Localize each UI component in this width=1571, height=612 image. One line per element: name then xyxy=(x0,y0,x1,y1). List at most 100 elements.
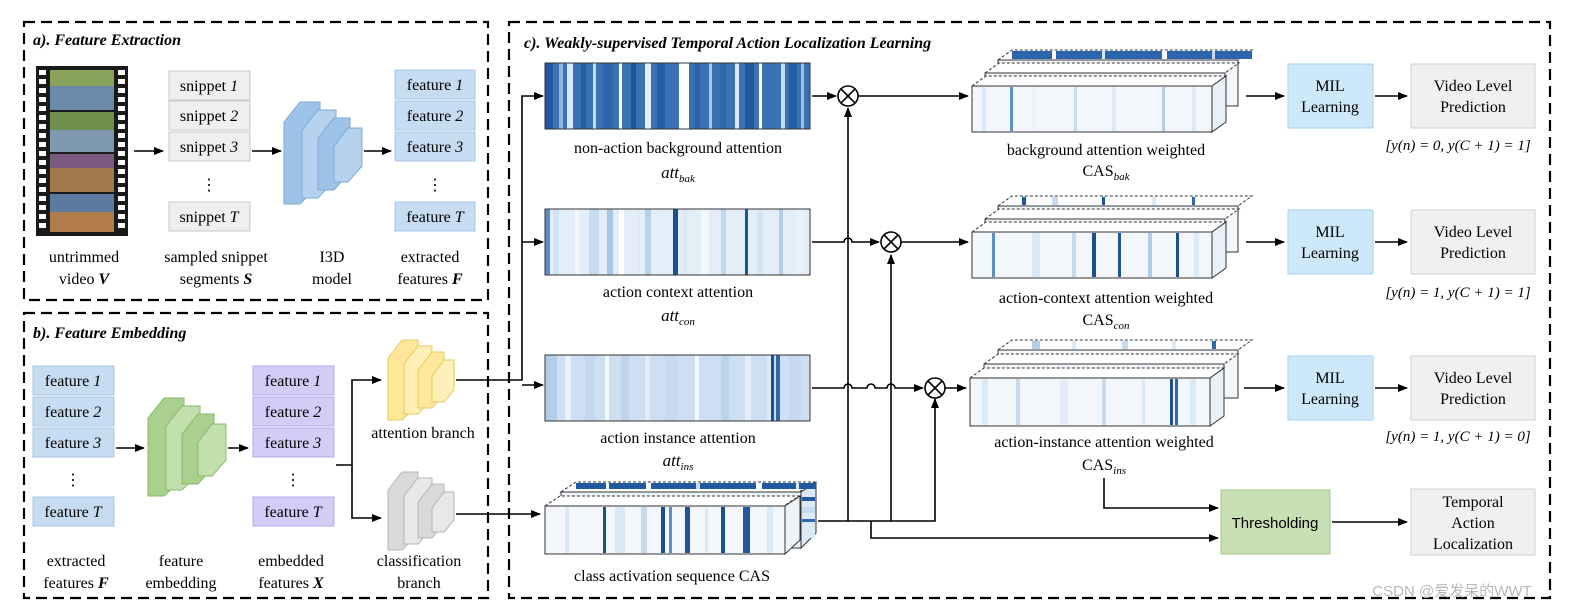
feature-label: feature T xyxy=(406,209,464,226)
feature-box xyxy=(394,201,476,232)
feature-box xyxy=(394,69,476,100)
snippet-label: snippet 2 xyxy=(180,108,238,125)
classification-branch-block xyxy=(387,471,455,551)
embedded-box xyxy=(252,427,335,458)
embedded-box xyxy=(252,496,335,527)
video-level-prediction-box: Video Level Prediction xyxy=(1410,355,1536,421)
arrow-att-to-bak xyxy=(456,92,544,381)
embedded-label: feature 1 xyxy=(265,373,321,390)
feature-box xyxy=(394,100,476,131)
snippet-label: snippet 3 xyxy=(180,139,238,156)
svg-text:Action: Action xyxy=(1451,515,1495,532)
svg-text:MIL: MIL xyxy=(1315,370,1344,387)
svg-text:Localization: Localization xyxy=(1433,536,1513,553)
weighted-sym-bak: CASbak xyxy=(1082,163,1130,183)
svg-text:Prediction: Prediction xyxy=(1440,391,1506,408)
caption-snippets-line2: segments S xyxy=(180,271,253,288)
temporal-action-localization-box: Temporal Action Localization xyxy=(1410,488,1536,556)
feature-box xyxy=(394,131,476,162)
caption-embd-line1: embedded xyxy=(258,553,324,570)
feature-label: feature 3 xyxy=(45,435,101,452)
circled-times-icon xyxy=(924,377,946,399)
embedded-box xyxy=(252,365,335,396)
caption-emb-line1: feature xyxy=(159,553,203,570)
attention-bar-bak xyxy=(544,62,811,130)
watermark: CSDN @爱发呆的WWT xyxy=(1372,583,1531,600)
weighted-label-ins: action-instance attention weighted xyxy=(994,434,1213,451)
panel-c-border xyxy=(507,20,1552,600)
attention-sym-bak: attbak xyxy=(661,163,696,185)
snippet-box xyxy=(168,201,251,232)
caption-emb-line2: embedding xyxy=(145,575,216,592)
snippet-list: snippet 1 snippet 2 snippet 3 ⋮ snippet … xyxy=(168,70,251,232)
feature-label: feature 1 xyxy=(407,77,463,94)
vdots: ⋮ xyxy=(285,472,301,489)
weighted-cas-bak xyxy=(970,49,1254,133)
feature-label: feature 2 xyxy=(45,404,101,421)
caption-video-line2: video V xyxy=(59,271,111,288)
mil-learning-box: MIL Learning xyxy=(1287,63,1374,129)
snippet-box xyxy=(168,131,251,162)
svg-text:Video Level: Video Level xyxy=(1434,224,1513,241)
snippet-box xyxy=(168,100,251,131)
weighted-sym-con: CAScon xyxy=(1082,312,1130,332)
film-strip-icon xyxy=(36,66,128,236)
svg-text:MIL: MIL xyxy=(1315,224,1344,241)
svg-text:Prediction: Prediction xyxy=(1440,245,1506,262)
svg-text:Prediction: Prediction xyxy=(1440,99,1506,116)
feature-label: feature T xyxy=(44,504,102,521)
circled-times-icon xyxy=(880,231,902,253)
caption-video-line1: untrimmed xyxy=(49,249,119,266)
embedded-label: feature T xyxy=(264,504,322,521)
panel-c-title: c). Weakly-supervised Temporal Action Lo… xyxy=(524,35,931,52)
svg-text:Video Level: Video Level xyxy=(1434,370,1513,387)
circled-times-icon xyxy=(837,85,859,107)
vdots: ⋮ xyxy=(201,177,217,194)
vdots: ⋮ xyxy=(65,472,81,489)
caption-i3d-line2: model xyxy=(312,271,353,288)
caption-features-line2: features F xyxy=(397,271,463,288)
panel-a-border xyxy=(22,20,490,302)
caption-snippets-line1: sampled snippet xyxy=(164,249,268,266)
i3d-model-block xyxy=(283,101,363,205)
svg-text:Learning: Learning xyxy=(1301,245,1359,262)
weighted-label-bak: background attention weighted xyxy=(1007,142,1205,159)
attention-sym-con: attcon xyxy=(661,306,695,328)
snippet-label: snippet 1 xyxy=(180,78,238,95)
feature-label: feature 1 xyxy=(45,373,101,390)
caption-i3d-line1: I3D xyxy=(320,249,345,266)
embedded-feature-list: feature 1 feature 2 feature 3 ⋮ feature … xyxy=(252,365,335,527)
caption-features-line1: extracted xyxy=(401,249,460,266)
embedded-label: feature 3 xyxy=(265,435,321,452)
arrow-wins-to-thresholding xyxy=(1103,478,1219,512)
feature-box xyxy=(32,496,115,527)
video-level-prediction-box: Video Level Prediction xyxy=(1410,63,1536,129)
arrow-cas-to-thresholding xyxy=(870,521,1219,542)
mil-learning-box: MIL Learning xyxy=(1287,355,1374,421)
thresholding-box: Thresholding xyxy=(1220,489,1331,555)
svg-text:Learning: Learning xyxy=(1301,391,1359,408)
snippet-box xyxy=(168,70,251,101)
caption-ext-line1: extracted xyxy=(47,553,106,570)
caption-embd-line2: features X xyxy=(258,575,324,592)
caption-cls-line2: branch xyxy=(397,575,441,592)
embedded-label: feature 2 xyxy=(265,404,321,421)
embedded-box xyxy=(252,396,335,427)
cas-label: class activation sequence CAS xyxy=(574,568,770,585)
attention-branch-label: attention branch xyxy=(371,425,475,442)
feature-box xyxy=(32,427,115,458)
weighted-cas-con xyxy=(970,195,1254,279)
caption-cls-line1: classification xyxy=(377,553,461,570)
arrow-cas-to-mult-bak xyxy=(818,107,852,522)
caption-ext-line2: features F xyxy=(43,575,109,592)
feature-label: feature 2 xyxy=(407,108,463,125)
attention-bar-ins xyxy=(544,354,811,422)
attention-branch-block xyxy=(387,339,455,421)
panel-b-title: b). Feature Embedding xyxy=(33,325,186,342)
input-feature-list: feature 1 feature 2 feature 3 ⋮ feature … xyxy=(32,365,115,527)
feature-label: feature 3 xyxy=(407,139,463,156)
arrow-to-classification-branch xyxy=(351,465,382,522)
vdots: ⋮ xyxy=(427,177,443,194)
cas-stack xyxy=(543,481,817,556)
